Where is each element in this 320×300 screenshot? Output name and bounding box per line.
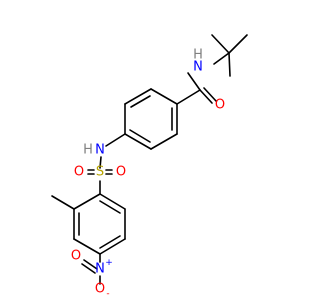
nitro-group	[81, 253, 101, 285]
benzene-ring-top	[124, 88, 178, 150]
bond	[105, 133, 126, 147]
nitro-oxygen-charge: -	[106, 289, 109, 299]
nitro-nitrogen-charge: +	[105, 258, 113, 268]
nitro-nitrogen-label: N	[95, 262, 105, 277]
amide-nitrogen-label: N	[193, 60, 203, 75]
tert-butyl-group	[211, 34, 248, 77]
bond	[73, 193, 101, 210]
bond	[211, 34, 230, 54]
sulfonyl-oxygen-left-label: O	[74, 165, 84, 180]
benzene-ring-bottom	[73, 193, 126, 255]
bond	[129, 129, 151, 143]
bond	[203, 87, 217, 102]
sulfonamide-group	[87, 133, 126, 195]
bond	[124, 133, 152, 150]
amide-group	[176, 72, 217, 105]
bond	[130, 95, 151, 108]
sulfonyl-oxygen-right-label: O	[116, 165, 126, 180]
bond	[228, 52, 231, 77]
methyl-bond	[51, 195, 75, 210]
bond	[150, 133, 178, 150]
molecule-canvas: H N O H N S O O N + O O -	[51, 34, 248, 299]
bond	[99, 193, 126, 210]
amide-oxygen-label: O	[215, 98, 225, 113]
bond	[99, 238, 126, 255]
nitro-oxygen-top-label: O	[71, 249, 81, 264]
nitro-oxygen-bottom-label: O	[95, 282, 105, 297]
bond	[228, 34, 248, 54]
bond	[81, 263, 96, 274]
bond	[187, 72, 201, 91]
bond	[176, 89, 201, 105]
sulfur-label: S	[96, 165, 104, 180]
sulfonamide-nitrogen-label: N	[95, 143, 105, 158]
bond	[213, 52, 230, 65]
sulfonamide-hydrogen-label: H	[83, 143, 93, 158]
structure-diagram: H N O H N S O O N + O O -	[51, 34, 248, 299]
bond	[150, 88, 178, 105]
bond	[83, 259, 98, 270]
bond	[199, 89, 213, 104]
bond	[73, 238, 101, 255]
bond	[99, 200, 121, 214]
bond	[99, 235, 121, 249]
amide-hydrogen-label: H	[193, 48, 203, 63]
bond	[124, 88, 152, 105]
bond	[99, 156, 102, 169]
